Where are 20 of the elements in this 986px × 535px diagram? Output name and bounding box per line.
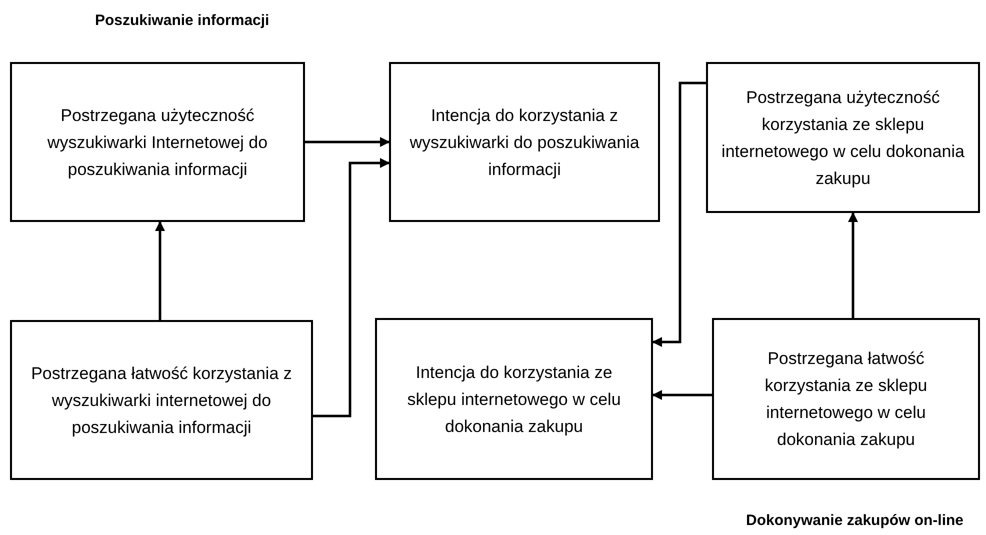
arrow: [652, 82, 706, 347]
process-box: [10, 320, 313, 480]
arrow: [313, 158, 390, 418]
process-box: [706, 62, 980, 213]
box-text: Intencja do korzystania ze sklepu internetowego w celu dokonania zakupu: [406, 362, 622, 438]
process-box: [10, 62, 305, 222]
arrow: [848, 212, 858, 318]
arrow: [305, 137, 390, 147]
box-text: Postrzegana użyteczność korzystania ze sklepu internetowego w celu dokonania zakupu: [720, 86, 966, 190]
box-text: Postrzegana łatwość korzystania ze sklepu internetowego w celu dokonania zakupu: [764, 348, 928, 451]
box-text: Postrzegana użyteczność wyszukiwarki Internetowej do poszukiwania informacji: [46, 104, 269, 180]
section-heading: Dokonywanie zakupów on-line: [746, 511, 964, 531]
process-box: [375, 318, 653, 480]
arrow: [652, 390, 712, 400]
box-text: Postrzegana łatwość korzystania z wyszukiwarki internetowej do poszukiwania informacji: [30, 362, 293, 438]
section-heading: Poszukiwanie informacji: [95, 11, 270, 31]
process-box: [712, 318, 980, 480]
process-box: [389, 62, 660, 222]
box-text: Intencja do korzystania z wyszukiwarki do poszukiwania informacji: [408, 104, 640, 180]
arrow: [155, 221, 165, 320]
